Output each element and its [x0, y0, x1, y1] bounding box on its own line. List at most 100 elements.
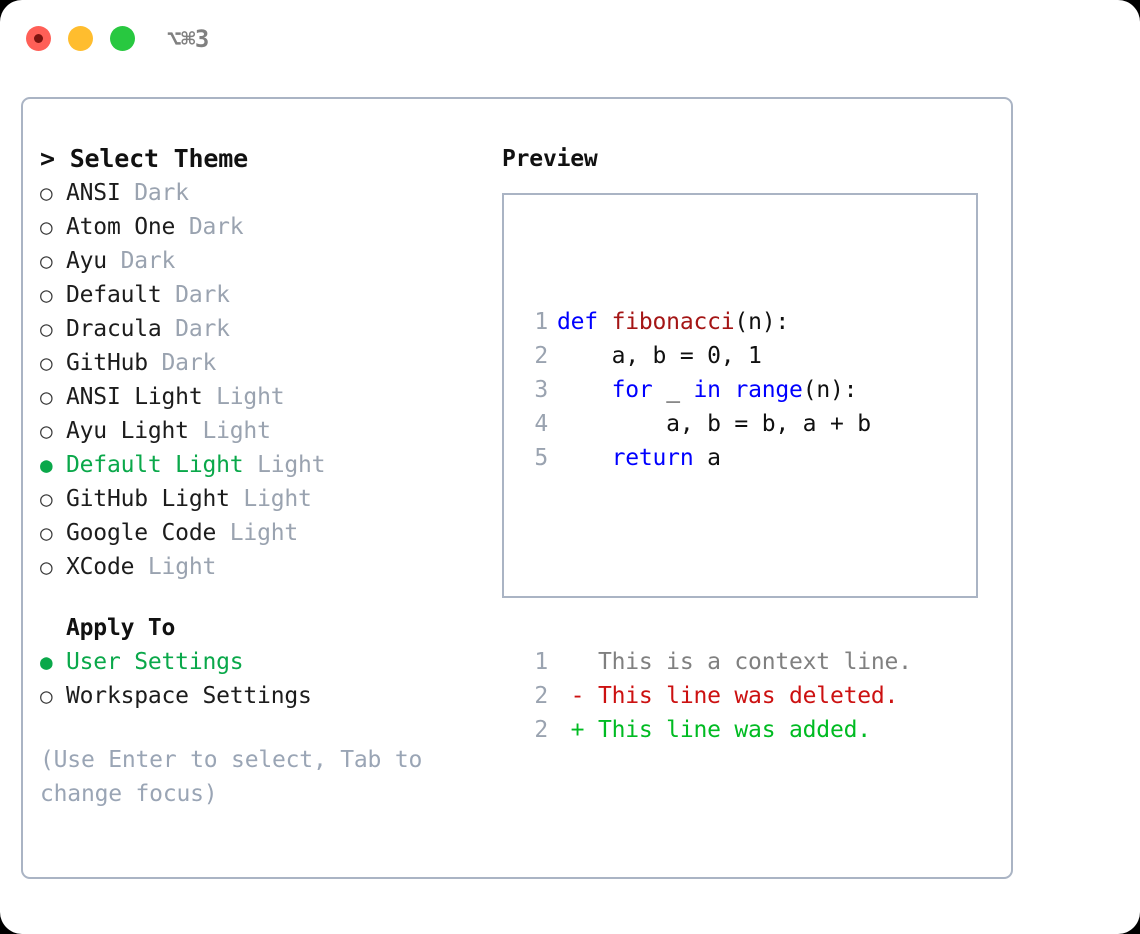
- apply-to-option-name: Workspace Settings: [66, 683, 312, 709]
- theme-option[interactable]: ○ GitHub Light Light: [40, 482, 490, 516]
- zoom-button[interactable]: [110, 26, 135, 51]
- code-token: in: [693, 377, 721, 403]
- line-number: 2: [534, 717, 548, 743]
- radio-selected-icon: ●: [40, 650, 53, 674]
- theme-option-name: Google Code: [66, 520, 217, 546]
- line-content: a, b = 0, 1: [548, 339, 762, 373]
- theme-option-kind: Dark: [161, 316, 230, 342]
- theme-option-kind: Light: [229, 486, 312, 512]
- theme-option-name: Ayu Light: [66, 418, 189, 444]
- keyboard-hint-text: (Use Enter to select, Tab to change focu…: [40, 747, 423, 807]
- theme-option[interactable]: ○GitHub Dark: [40, 346, 490, 380]
- code-line: 3 for _ in range(n):: [518, 373, 912, 407]
- radio-unselected-icon: ○: [40, 555, 53, 579]
- theme-picker-panel: > Select Theme ○ANSI Dark○Atom One Dark○…: [40, 142, 490, 811]
- radio-unselected-icon: ○: [40, 351, 53, 375]
- traffic-lights: [26, 26, 135, 51]
- radio-unselected-icon: ○: [40, 521, 53, 545]
- code-token: This is a context line.: [557, 649, 912, 675]
- apply-to-option[interactable]: ●User Settings: [40, 645, 490, 679]
- code-token: def: [557, 309, 612, 335]
- line-number: 2: [534, 343, 548, 369]
- radio-unselected-icon: ○: [40, 385, 53, 409]
- theme-dialog-card: > Select Theme ○ANSI Dark○Atom One Dark○…: [21, 97, 1013, 879]
- radio-unselected-icon: ○: [40, 684, 53, 708]
- theme-option-kind: Light: [202, 384, 285, 410]
- code-line: 2 + This line was added.: [518, 713, 912, 747]
- theme-option[interactable]: ○ Default Dark: [40, 278, 490, 312]
- line-number: 3: [534, 377, 548, 403]
- code-token: return: [611, 445, 694, 471]
- line-content: return a: [548, 441, 721, 475]
- theme-option-name: Atom One: [66, 214, 176, 240]
- apply-to-section: Apply To ●User Settings ○ Workspace Settin…: [40, 611, 490, 713]
- code-token: a, b = b, a + b: [557, 411, 871, 437]
- code-token: fibonacci: [611, 309, 735, 335]
- theme-option-kind: Dark: [120, 180, 189, 206]
- code-line: 2 a, b = 0, 1: [518, 339, 912, 373]
- theme-option-name: GitHub Light: [66, 486, 230, 512]
- title-bar: ⌥⌘3: [0, 0, 1140, 78]
- close-button[interactable]: [26, 26, 51, 51]
- radio-unselected-icon: ○: [40, 215, 53, 239]
- theme-option[interactable]: ○ ANSI Light Light: [40, 380, 490, 414]
- theme-option-kind: Light: [216, 520, 299, 546]
- theme-option-kind: Dark: [161, 282, 230, 308]
- theme-option[interactable]: ○ Ayu Light Light: [40, 414, 490, 448]
- code-token: a, b = 0, 1: [557, 343, 762, 369]
- line-number: 1: [534, 649, 548, 675]
- radio-unselected-icon: ○: [40, 249, 53, 273]
- line-content: a, b = b, a + b: [548, 407, 871, 441]
- radio-unselected-icon: ○: [40, 487, 53, 511]
- code-line: 2 - This line was deleted.: [518, 679, 912, 713]
- theme-option-name: Default: [66, 282, 162, 308]
- code-token: a: [693, 445, 721, 471]
- theme-option-name: Ayu: [66, 248, 107, 274]
- code-token: (n):: [734, 309, 790, 335]
- theme-option[interactable]: ○ Ayu Dark: [40, 244, 490, 278]
- theme-option[interactable]: ○Dracula Dark: [40, 312, 490, 346]
- theme-option[interactable]: ●Default Light Light: [40, 448, 490, 482]
- theme-option[interactable]: ○ANSI Dark: [40, 176, 490, 210]
- keyboard-shortcut-label: ⌥⌘3: [167, 25, 209, 53]
- line-content: for _ in range(n):: [548, 373, 858, 407]
- theme-option[interactable]: ○Atom One Dark: [40, 210, 490, 244]
- theme-option-kind: Light: [134, 554, 217, 580]
- code-token: [721, 377, 735, 403]
- line-number: 1: [534, 309, 548, 335]
- line-content: - This line was deleted.: [548, 679, 899, 713]
- code-line: 4 a, b = b, a + b: [518, 407, 912, 441]
- code-line: 5 return a: [518, 441, 912, 475]
- diff-sample: 1 This is a context line. 2 - This line w…: [518, 645, 912, 747]
- code-token: [557, 377, 612, 403]
- apply-to-list: ●User Settings ○ Workspace Settings: [40, 645, 490, 713]
- apply-to-title: Apply To: [66, 615, 176, 641]
- theme-option-kind: Light: [188, 418, 271, 444]
- radio-unselected-icon: ○: [40, 283, 53, 307]
- radio-unselected-icon: ○: [40, 419, 53, 443]
- code-token: + This line was added.: [557, 717, 871, 743]
- theme-option[interactable]: ○ Google Code Light: [40, 516, 490, 550]
- theme-option-kind: Dark: [106, 248, 176, 274]
- code-token: for: [611, 377, 653, 403]
- line-number: 2: [534, 683, 548, 709]
- theme-option-kind: Light: [243, 452, 326, 478]
- theme-option[interactable]: ○ XCode Light: [40, 550, 490, 584]
- theme-option-name: Dracula: [66, 316, 162, 342]
- theme-picker-title: > Select Theme: [40, 144, 248, 173]
- theme-option-name: ANSI Light: [66, 384, 203, 410]
- code-token: range: [734, 377, 803, 403]
- minimize-button[interactable]: [68, 26, 93, 51]
- code-token: (n):: [802, 377, 858, 403]
- theme-option-name: GitHub: [66, 350, 148, 376]
- code-token: - This line was deleted.: [557, 683, 899, 709]
- theme-option-name: Default Light: [66, 452, 244, 478]
- code-token: _: [652, 377, 694, 403]
- code-line: 1 def fibonacci(n):: [518, 305, 912, 339]
- apply-to-option[interactable]: ○ Workspace Settings: [40, 679, 490, 713]
- theme-option-name: XCode: [66, 554, 135, 580]
